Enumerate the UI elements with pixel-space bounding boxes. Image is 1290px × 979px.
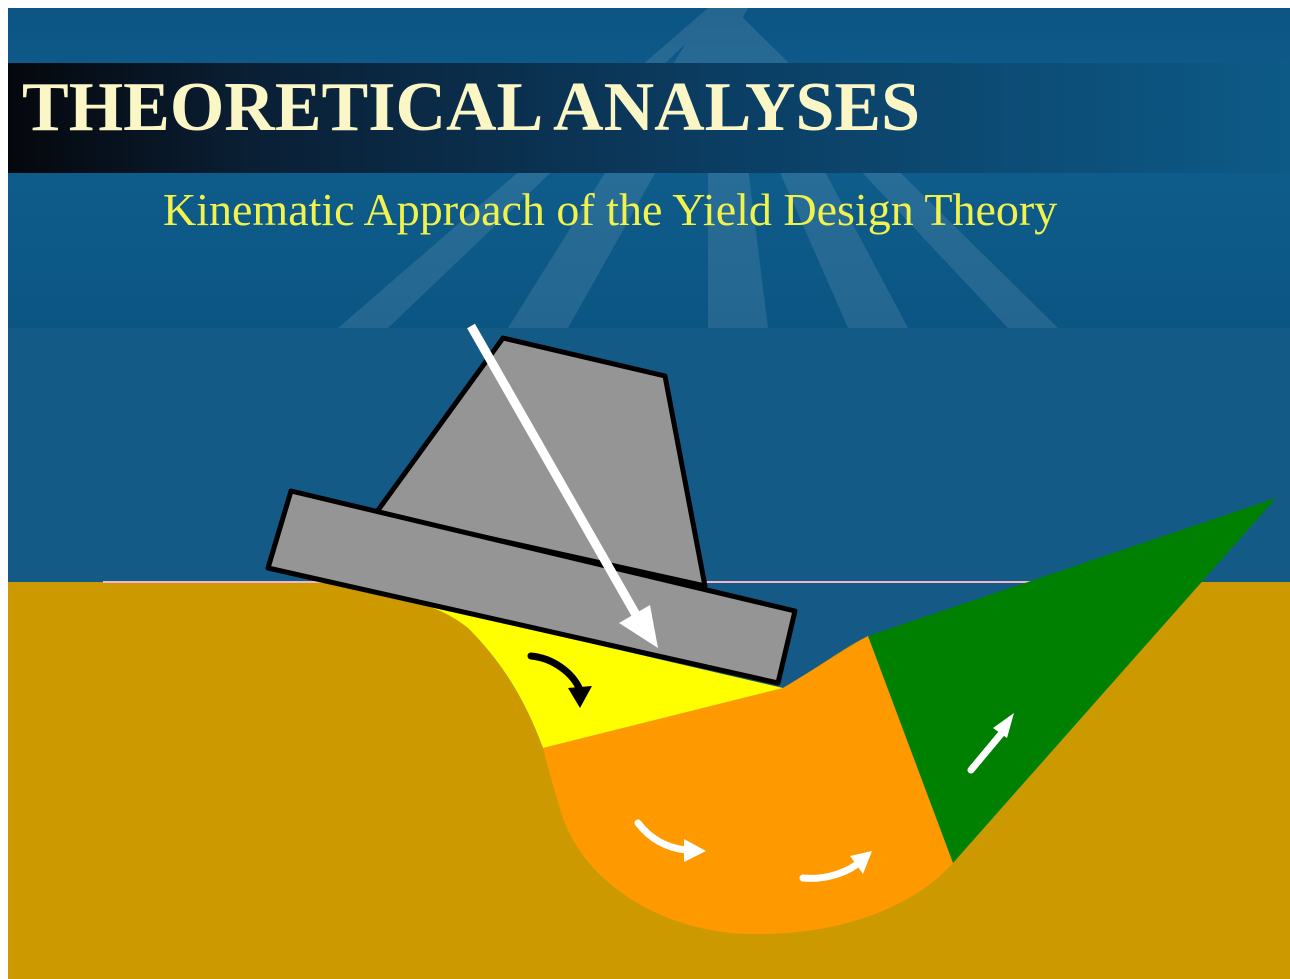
foundation-column — [373, 335, 708, 589]
rotation-arrow-black — [527, 652, 592, 708]
velocity-arrow — [967, 713, 1014, 774]
inclined-load-arrow — [467, 323, 658, 648]
slide-title: THEORETICAL ANALYSES — [22, 69, 921, 146]
title-band — [8, 63, 1290, 173]
rotation-arrow-white-right — [799, 851, 872, 882]
slide: THEORETICAL ANALYSES Kinematic Approach … — [8, 8, 1290, 979]
active-wedge — [408, 601, 783, 748]
rotation-arrow-white-left — [634, 819, 706, 862]
foundation-base — [265, 488, 798, 686]
radial-shear-zone — [543, 636, 953, 935]
yield-design-diagram — [8, 323, 1290, 979]
slide-subtitle: Kinematic Approach of the Yield Design T… — [163, 184, 1058, 235]
